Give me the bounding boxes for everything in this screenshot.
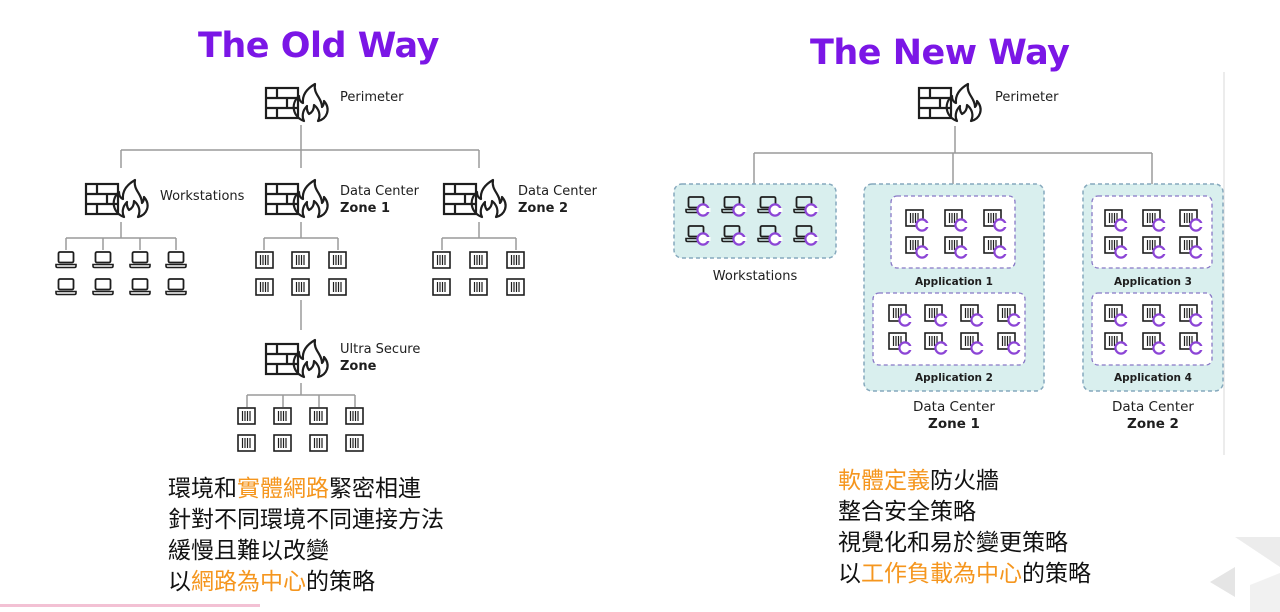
- new-workstations-label: Workstations: [713, 269, 798, 284]
- new-perimeter-label: Perimeter: [995, 90, 1059, 105]
- server-icon: [237, 407, 256, 425]
- server-icon: [345, 407, 364, 425]
- server-icon: [345, 434, 364, 452]
- server-icon: [273, 407, 292, 425]
- dc-zone1-firewall-icon: [264, 178, 329, 219]
- note-line: 緩慢且難以改變: [168, 536, 444, 567]
- ultra-secure-firewall-icon: [264, 338, 329, 379]
- note-highlight: 實體網路: [237, 476, 329, 502]
- laptop-icon: [129, 278, 151, 296]
- note-text: 緩慢且難以改變: [168, 538, 329, 564]
- note-text: 的策略: [1022, 561, 1091, 587]
- server-icon: [328, 251, 347, 269]
- note-text: 以: [168, 569, 191, 595]
- server-icon: [273, 434, 292, 452]
- decorative-triangles: [1210, 537, 1280, 612]
- new-dc-zone1-label: Data Center: [913, 399, 995, 415]
- dc-zone2-label: Data Center: [518, 184, 598, 199]
- new-workstations-zone: [673, 183, 837, 259]
- dc-zone2-sublabel: Zone 2: [518, 201, 568, 216]
- laptop-icon: [55, 251, 77, 269]
- dc-zone2-firewall-icon: [442, 178, 507, 219]
- old-way-notes: 環境和實體網路緊密相連針對不同環境不同連接方法緩慢且難以改變以網路為中心的策略: [168, 474, 444, 598]
- note-text: 的策略: [306, 569, 375, 595]
- note-line: 整合安全策略: [838, 497, 1091, 528]
- note-text: 緊密相連: [329, 476, 421, 502]
- perimeter-firewall-icon: [264, 82, 329, 123]
- note-text: 整合安全策略: [838, 499, 976, 525]
- server-icon: [432, 278, 451, 296]
- note-text: 環境和: [168, 476, 237, 502]
- note-line: 針對不同環境不同連接方法: [168, 505, 444, 536]
- new-dc-zone2-label: Data Center: [1112, 399, 1194, 415]
- old-workstation-laptops: [55, 251, 187, 296]
- note-highlight: 軟體定義: [838, 468, 930, 494]
- dc-zone1-sublabel: Zone 1: [340, 201, 390, 216]
- application-3-label: Application 3: [1114, 276, 1192, 288]
- new-perimeter-firewall-icon: [917, 82, 982, 123]
- application-4-label: Application 4: [1114, 372, 1192, 384]
- server-icon: [469, 251, 488, 269]
- server-icon: [291, 278, 310, 296]
- ultra-secure-sublabel: Zone: [340, 359, 377, 374]
- laptop-icon: [92, 278, 114, 296]
- note-highlight: 工作負載為中心: [861, 561, 1022, 587]
- accent-line: [0, 604, 260, 607]
- note-line: 視覺化和易於變更策略: [838, 528, 1091, 559]
- old-way-diagram: [65, 125, 517, 407]
- old-dc-zone1-servers: [255, 251, 347, 296]
- application-1-label: Application 1: [915, 276, 993, 288]
- application-2-label: Application 2: [915, 372, 993, 384]
- note-line: 以工作負載為中心的策略: [838, 559, 1091, 590]
- new-dc-zone2-sublabel: Zone 2: [1127, 416, 1179, 432]
- server-icon: [506, 278, 525, 296]
- new-way-title: The New Way: [810, 33, 1070, 73]
- note-text: 視覺化和易於變更策略: [838, 530, 1068, 556]
- server-icon: [432, 251, 451, 269]
- laptop-icon: [129, 251, 151, 269]
- note-highlight: 網路為中心: [191, 569, 306, 595]
- workstations-label: Workstations: [160, 189, 245, 204]
- note-text: 防火牆: [930, 468, 999, 494]
- note-text: 針對不同環境不同連接方法: [168, 507, 444, 533]
- server-icon: [469, 278, 488, 296]
- note-line: 軟體定義防火牆: [838, 466, 1091, 497]
- application-2-box: [872, 292, 1026, 366]
- workstations-firewall-icon: [84, 178, 149, 219]
- dc-zone1-label: Data Center: [340, 184, 420, 199]
- laptop-icon: [165, 251, 187, 269]
- laptop-icon: [92, 251, 114, 269]
- new-way-notes: 軟體定義防火牆整合安全策略視覺化和易於變更策略以工作負載為中心的策略: [838, 466, 1091, 590]
- server-icon: [309, 434, 328, 452]
- note-text: 以: [838, 561, 861, 587]
- old-dc-zone2-servers: [432, 251, 525, 296]
- note-line: 環境和實體網路緊密相連: [168, 474, 444, 505]
- server-icon: [328, 278, 347, 296]
- note-line: 以網路為中心的策略: [168, 567, 444, 598]
- laptop-icon: [55, 278, 77, 296]
- old-way-title: The Old Way: [198, 26, 439, 66]
- old-ultra-secure-servers: [237, 407, 364, 452]
- perimeter-label: Perimeter: [340, 90, 404, 105]
- ultra-secure-label: Ultra Secure: [340, 342, 420, 357]
- server-icon: [506, 251, 525, 269]
- server-icon: [237, 434, 256, 452]
- server-icon: [291, 251, 310, 269]
- server-icon: [255, 278, 274, 296]
- server-icon: [309, 407, 328, 425]
- new-dc-zone1-sublabel: Zone 1: [928, 416, 980, 432]
- laptop-icon: [165, 278, 187, 296]
- server-icon: [255, 251, 274, 269]
- new-way-connectors: [753, 126, 1153, 184]
